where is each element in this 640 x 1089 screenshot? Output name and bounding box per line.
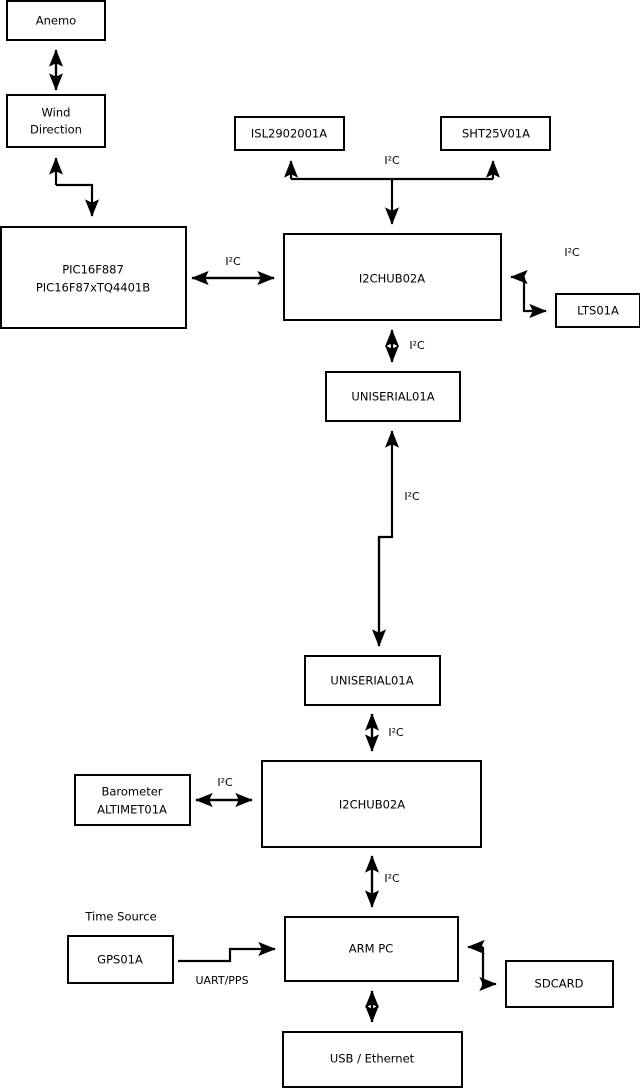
node-i2chub02a-bottom-box[interactable] — [261, 760, 482, 848]
node-usb-ethernet-label: USB / Ethernet — [330, 1052, 415, 1066]
node-sdcard[interactable]: SDCARD — [505, 960, 614, 1008]
link-hub-lts — [522, 277, 547, 319]
edge-label-i2c-pic-hub: I²C — [225, 255, 241, 268]
label-time-source: Time Source — [84, 910, 156, 924]
connectors — [48, 49, 547, 1023]
node-gps01a[interactable]: GPS01A — [67, 935, 174, 984]
node-armpc-label: ARM PC — [349, 942, 393, 956]
node-pic-label-line2: PIC16F87xTQ4401B — [36, 281, 150, 295]
edge-label-i2c-uniserial-hub2: I²C — [388, 726, 404, 739]
node-barometer-label-line1: Barometer — [101, 785, 162, 799]
node-anemo-box[interactable] — [6, 0, 106, 41]
node-barometer-box[interactable] — [74, 774, 191, 826]
node-i2chub02a-top-box[interactable] — [283, 233, 502, 321]
node-uniserial01a-top-label: UNISERIAL01A — [351, 390, 434, 404]
edge-label-i2c-uniserial-uniserial: I²C — [404, 490, 420, 503]
node-armpc[interactable]: ARM PC — [284, 916, 459, 982]
node-usb-ethernet[interactable]: USB / Ethernet — [282, 1031, 463, 1088]
node-uniserial01a-bottom-box[interactable] — [304, 655, 441, 706]
node-sht25v01a-label: SHT25V01A — [462, 127, 530, 141]
node-armpc-box[interactable] — [284, 916, 459, 982]
edge-label-uart-pps: UART/PPS — [195, 974, 248, 987]
node-uniserial01a-top[interactable]: UNISERIAL01A — [325, 371, 461, 422]
node-uniserial01a-top-box[interactable] — [325, 371, 461, 422]
node-pic-box[interactable] — [0, 226, 187, 329]
node-pic-label-line1: PIC16F887 — [62, 263, 124, 277]
node-sht25v01a-box[interactable] — [440, 116, 551, 151]
link-uniserial-bot-to-top — [377, 430, 400, 646]
node-gps01a-box[interactable] — [67, 935, 174, 984]
edge-label-i2c-hub-lts: I²C — [564, 246, 580, 259]
node-lts01a[interactable]: LTS01A — [555, 293, 640, 328]
node-uniserial01a-bottom[interactable]: UNISERIAL01A — [304, 655, 441, 706]
link-winddirection-pic — [56, 183, 100, 217]
node-isl2902001a-box[interactable] — [234, 116, 345, 151]
node-gps01a-label: GPS01A — [97, 953, 143, 967]
link-gps-armpc — [178, 941, 276, 963]
link-armpc-sdcard — [479, 947, 497, 992]
node-lts01a-label: LTS01A — [577, 304, 619, 318]
free-labels: Time Source — [84, 910, 156, 924]
node-wind-direction[interactable]: Wind Direction — [6, 94, 106, 148]
node-isl2902001a-label: ISL2902001A — [251, 127, 327, 141]
node-wind-direction-label-line1: Wind — [42, 106, 71, 120]
node-anemo-label: Anemo — [36, 14, 76, 28]
node-sht25v01a[interactable]: SHT25V01A — [440, 116, 551, 151]
edge-label-i2c-hub-uniserial: I²C — [409, 339, 425, 352]
node-wind-direction-label-line2: Direction — [30, 123, 82, 137]
edge-labels: I²C I²C I²C I²C I²C I²C I²C I²C UART/PPS — [195, 154, 580, 987]
node-barometer[interactable]: Barometer ALTIMET01A — [74, 774, 191, 826]
node-i2chub02a-bottom-label: I2CHUB02A — [339, 798, 405, 812]
node-pic[interactable]: PIC16F887 PIC16F87xTQ4401B — [0, 226, 187, 329]
node-i2chub02a-top-label: I2CHUB02A — [359, 272, 425, 286]
node-sdcard-box[interactable] — [505, 960, 614, 1008]
edge-label-i2c-hub2-armpc: I²C — [384, 872, 400, 885]
node-i2chub02a-bottom[interactable]: I2CHUB02A — [261, 760, 482, 848]
node-wind-direction-box[interactable] — [6, 94, 106, 148]
edge-label-i2c-bus-sensors: I²C — [384, 154, 400, 167]
node-barometer-label-line2: ALTIMET01A — [97, 803, 167, 817]
edge-label-i2c-barometer-hub2: I²C — [217, 776, 233, 789]
node-anemo[interactable]: Anemo — [6, 0, 106, 41]
node-isl2902001a[interactable]: ISL2902001A — [234, 116, 345, 151]
node-uniserial01a-bottom-label: UNISERIAL01A — [330, 674, 413, 688]
node-lts01a-box[interactable] — [555, 293, 640, 328]
node-usb-ethernet-box[interactable] — [282, 1031, 463, 1088]
node-sdcard-label: SDCARD — [535, 977, 584, 991]
node-i2chub02a-top[interactable]: I2CHUB02A — [283, 233, 502, 321]
